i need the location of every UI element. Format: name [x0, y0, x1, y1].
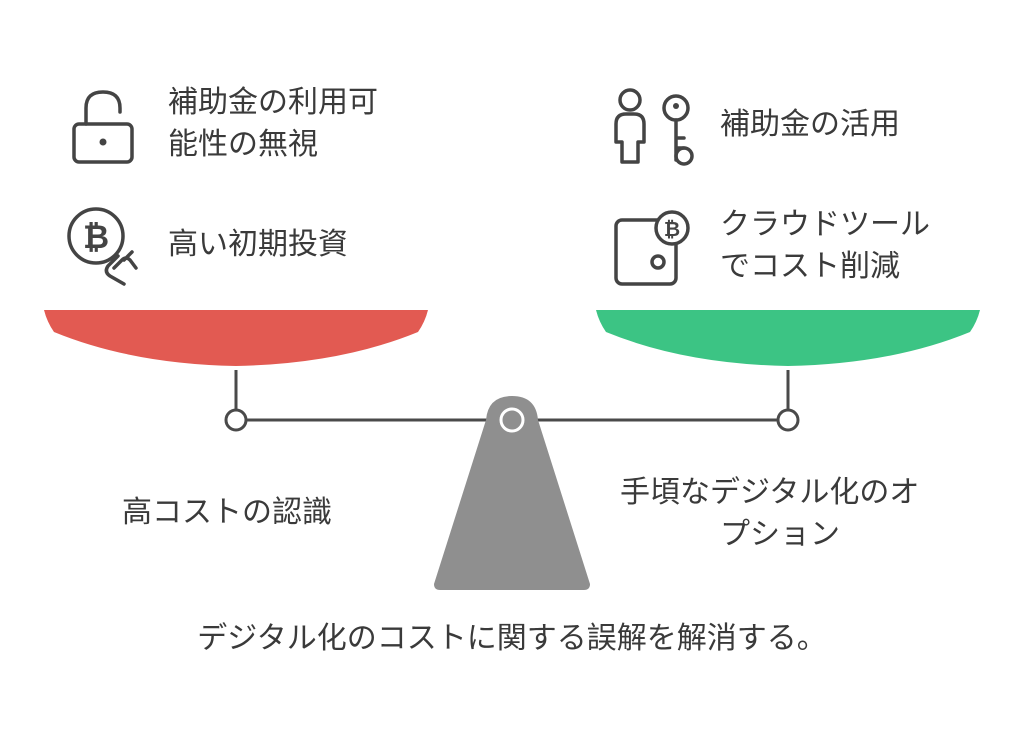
caption-line: プション [720, 517, 840, 552]
high-investment-label: 高い初期投資 [168, 227, 348, 262]
fulcrum [434, 396, 590, 590]
caption-line: 手頃なデジタル化のオ [620, 475, 920, 510]
bitcoin-wallet-icon: ₿ [614, 210, 690, 286]
svg-text:₿: ₿ [664, 217, 680, 241]
label-line: 補助金の利用可 [168, 85, 378, 120]
subsidy-ignorance-label: 補助金の利用可 能性の無視 [168, 82, 378, 166]
label-line: 能性の無視 [168, 127, 318, 162]
fulcrum-pivot [499, 407, 525, 433]
cloud-tools-label: クラウドツール でコスト削減 [720, 204, 930, 288]
left-caption: 高コストの認識 [122, 495, 332, 530]
svg-text:₿: ₿ [83, 218, 109, 256]
left-joint [224, 408, 248, 432]
label-line: クラウドツール [720, 207, 930, 242]
right-caption: 手頃なデジタル化のオ プション [620, 472, 919, 556]
right-pan [596, 310, 980, 366]
right-joint [776, 408, 800, 432]
person-key-icon [614, 88, 694, 166]
subsidy-use-label: 補助金の活用 [720, 107, 900, 142]
label-line: でコスト削減 [720, 249, 900, 284]
open-lock-icon [72, 90, 134, 164]
footer-statement: デジタル化のコストに関する誤解を解消する。 [197, 621, 827, 656]
left-pan [44, 310, 428, 366]
bitcoin-hand-icon: ₿ [67, 207, 138, 286]
